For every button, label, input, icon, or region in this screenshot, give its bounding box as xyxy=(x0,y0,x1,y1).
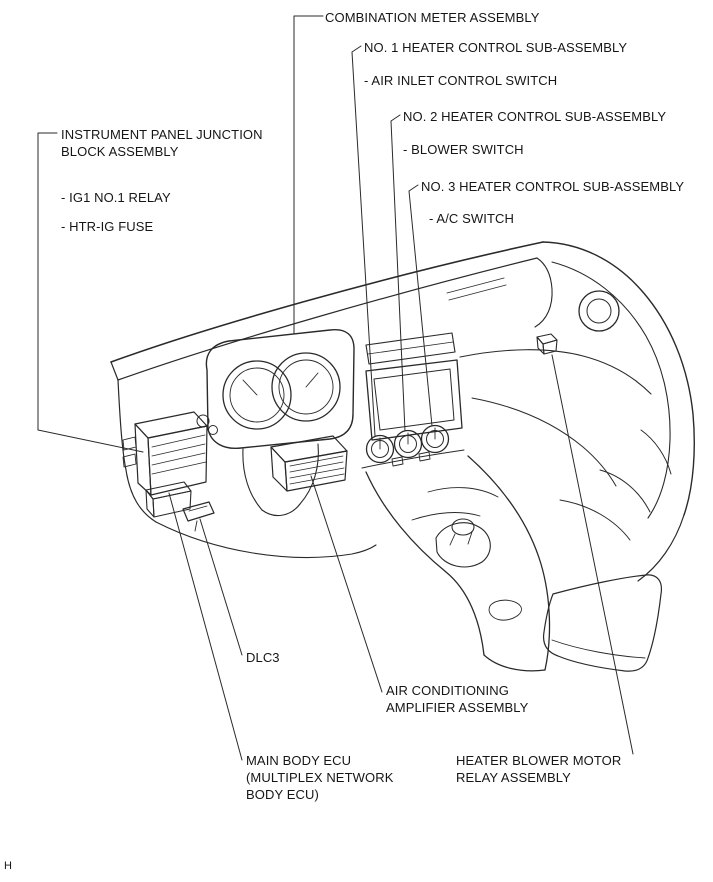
leader-no3-heater xyxy=(408,184,433,427)
callout-ac-amplifier-line2: AMPLIFIER ASSEMBLY xyxy=(386,700,529,715)
leader-heater-blower-relay xyxy=(551,354,634,755)
page-corner-mark: H xyxy=(4,860,12,872)
callout-main-body-ecu-line2: (MULTIPLEX NETWORK xyxy=(246,770,394,785)
callout-heater-blower-relay-line2: RELAY ASSEMBLY xyxy=(456,770,571,785)
callout-blower-switch: - BLOWER SWITCH xyxy=(403,142,524,157)
door-panel-drawing xyxy=(542,290,672,672)
callout-dlc3: DLC3 xyxy=(246,650,280,665)
leader-main-body-ecu xyxy=(168,492,243,761)
dash-outline-drawing xyxy=(110,241,695,582)
callout-heater-blower-relay: HEATER BLOWER MOTOR RELAY ASSEMBLY xyxy=(456,752,621,786)
callout-heater-blower-relay-line1: HEATER BLOWER MOTOR xyxy=(456,753,622,768)
ac-amplifier-drawing xyxy=(270,435,348,492)
leader-combination-meter xyxy=(293,15,324,334)
leader-junction-block xyxy=(37,132,144,453)
callout-junction-block-line1: INSTRUMENT PANEL JUNCTION xyxy=(61,127,263,142)
leader-ac-amplifier xyxy=(310,475,383,693)
leader-lines xyxy=(37,15,634,761)
callout-no1-heater: NO. 1 HEATER CONTROL SUB-ASSEMBLY xyxy=(364,40,628,55)
leader-dlc3 xyxy=(199,518,243,656)
callout-combination-meter: COMBINATION METER ASSEMBLY xyxy=(325,10,540,25)
console-drawing xyxy=(365,455,551,672)
callout-ig1-relay: - IG1 NO.1 RELAY xyxy=(61,190,171,205)
callout-no3-heater: NO. 3 HEATER CONTROL SUB-ASSEMBLY xyxy=(421,179,685,194)
callout-ac-amplifier-line1: AIR CONDITIONING xyxy=(386,683,509,698)
center-stack-drawing xyxy=(365,332,463,441)
callout-air-inlet-switch: - AIR INLET CONTROL SWITCH xyxy=(364,73,558,88)
callout-junction-block: INSTRUMENT PANEL JUNCTION BLOCK ASSEMBLY xyxy=(61,126,263,160)
callout-ac-amplifier: AIR CONDITIONING AMPLIFIER ASSEMBLY xyxy=(386,682,528,716)
blower-relay-drawing xyxy=(536,333,558,355)
callout-main-body-ecu: MAIN BODY ECU (MULTIPLEX NETWORK BODY EC… xyxy=(246,752,393,803)
callout-ac-switch: - A/C SWITCH xyxy=(429,211,514,226)
callout-htr-ig-fuse: - HTR-IG FUSE xyxy=(61,219,154,234)
leader-no1-heater xyxy=(351,45,376,437)
callout-main-body-ecu-line1: MAIN BODY ECU xyxy=(246,753,352,768)
dlc3-drawing xyxy=(182,501,215,532)
hvac-knobs-drawing xyxy=(361,424,465,469)
leader-no2-heater xyxy=(390,114,406,432)
callout-main-body-ecu-line3: BODY ECU) xyxy=(246,787,319,802)
callout-no2-heater: NO. 2 HEATER CONTROL SUB-ASSEMBLY xyxy=(403,109,667,124)
combination-meter-drawing xyxy=(196,328,355,517)
junction-block-drawing xyxy=(122,411,208,518)
callout-junction-block-line2: BLOCK ASSEMBLY xyxy=(61,144,179,159)
